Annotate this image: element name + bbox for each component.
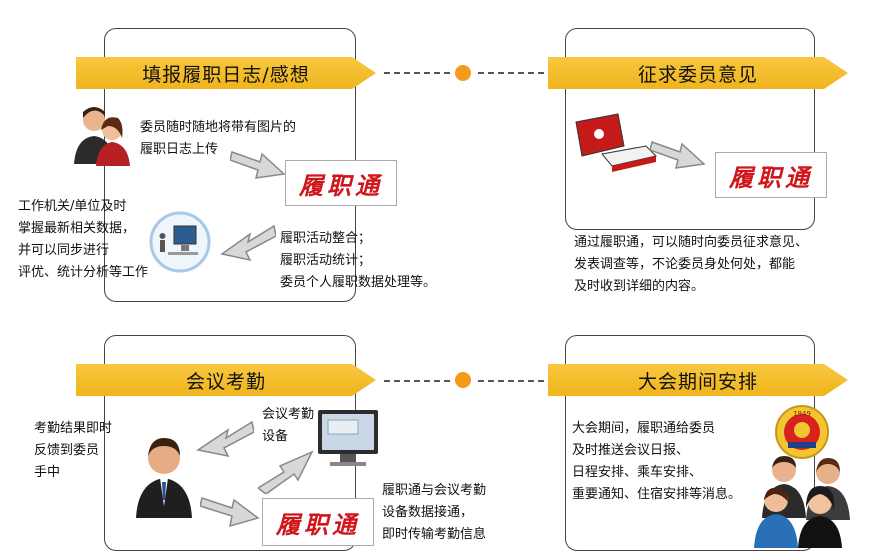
lvzhitong-logo-attendance: 履职通 <box>262 498 374 546</box>
log-banner: 填报履职日志/感想 <box>76 57 376 89</box>
top-connector-left <box>384 72 450 74</box>
attendance-link-text: 履职通与会议考勤 设备数据接通， 即时传输考勤信息 <box>382 483 487 542</box>
bottom-connector-right <box>478 380 544 382</box>
attendance-banner: 会议考勤 <box>76 364 376 396</box>
terminal-icon <box>318 410 378 466</box>
group-people-icon <box>754 456 850 548</box>
device-box-icon <box>575 113 657 172</box>
arrow-left-icon <box>220 224 276 262</box>
bottom-connector-left <box>384 380 450 382</box>
lvzhitong-logo-opinion: 履职通 <box>715 152 827 198</box>
arrow-link-icon <box>200 497 260 528</box>
cppcc-emblem-icon: 1949 <box>775 405 829 459</box>
top-connector-dot <box>455 65 471 81</box>
opinion-banner: 征求委员意见 <box>548 57 848 89</box>
arrow-right-icon <box>230 151 286 179</box>
log-upload-text: 委员随时随地将带有图片的 履职日志上传 <box>140 120 297 157</box>
log-activity-text: 履职活动整合； 履职活动统计； 委员个人履职数据处理等。 <box>280 231 437 290</box>
arrow-device-icon <box>258 450 314 494</box>
emblem-year: 1949 <box>793 410 811 418</box>
arrow-opinion-icon <box>650 141 706 169</box>
log-title: 填报履职日志/感想 <box>142 63 310 86</box>
top-connector-right <box>478 72 544 74</box>
session-banner: 大会期间安排 <box>548 364 848 396</box>
user-icon <box>136 438 192 518</box>
log-agency-text: 工作机关/单位及时 掌握最新相关数据， 并可以同步进行 评优、统计分析等工作 <box>18 199 149 280</box>
attendance-feedback-text: 考勤结果即时 反馈到委员 手中 <box>34 421 113 480</box>
arrow-feedback-icon <box>196 420 254 458</box>
attendance-device-text: 会议考勤 设备 <box>262 407 315 444</box>
lvzhitong-logo: 履职通 <box>285 160 397 206</box>
session-title: 大会期间安排 <box>637 370 758 393</box>
attendance-title: 会议考勤 <box>185 370 266 393</box>
bottom-connector-dot <box>455 372 471 388</box>
opinion-text: 通过履职通，可以随时向委员征求意见、 发表调查等，不论委员身处何处，都能 及时收… <box>574 235 809 294</box>
workstation-icon <box>149 211 211 273</box>
session-text: 大会期间，履职通给委员 及时推送会议日报、 日程安排、乘车安排、 重要通知、住宿… <box>572 421 742 502</box>
opinion-title: 征求委员意见 <box>637 63 758 86</box>
people-icon <box>74 107 130 166</box>
